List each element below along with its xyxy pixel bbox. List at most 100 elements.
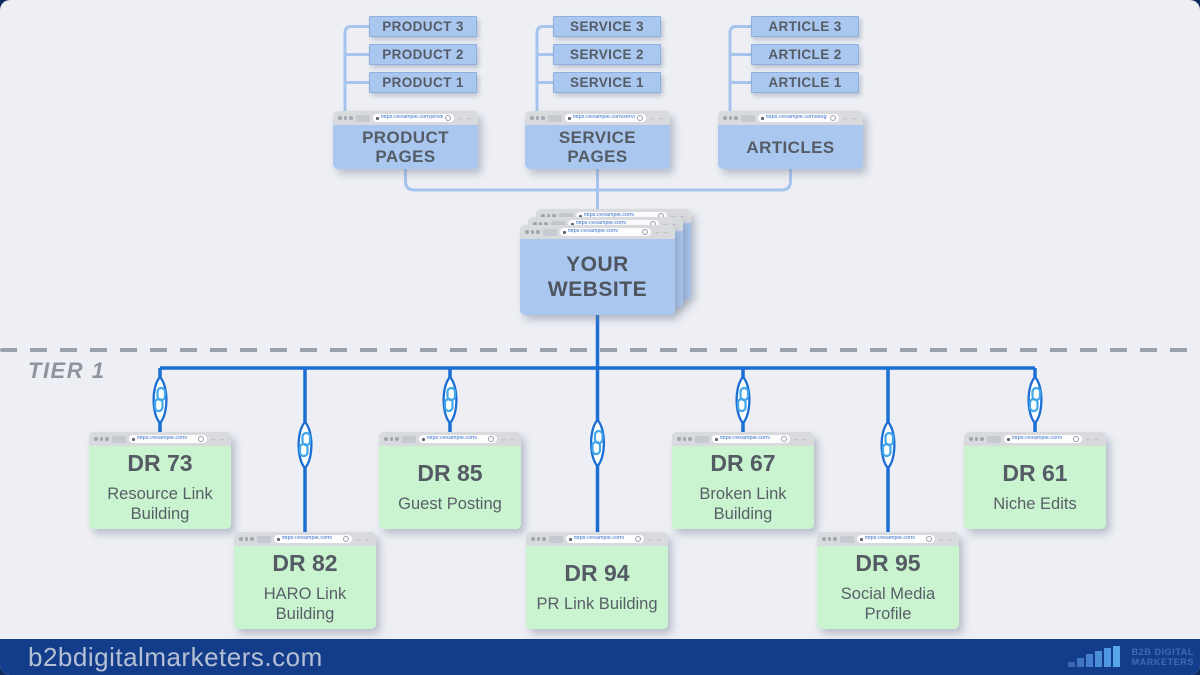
nav-arrows-icon xyxy=(649,115,665,122)
footer-site-text: b2bdigitalmarketers.com xyxy=(28,641,323,672)
window-controls-icon xyxy=(384,437,399,441)
nav-arrows-icon xyxy=(457,115,473,122)
url-text: https://example.com/blog xyxy=(765,115,827,121)
url-text: https://example.com/services xyxy=(572,115,635,121)
link-type-label: Social Media Profile xyxy=(840,584,936,623)
address-bar: https://example.com/ xyxy=(711,434,790,444)
refresh-icon xyxy=(780,435,787,443)
address-bar: https://example.com/ xyxy=(565,534,644,544)
window-controls-icon xyxy=(338,116,353,120)
refresh-icon xyxy=(1072,435,1079,443)
browser-tab-icon xyxy=(111,435,126,443)
window-controls-icon xyxy=(531,537,546,541)
link-type-label: Broken Link Building xyxy=(699,484,787,523)
chain-link-icon xyxy=(152,375,168,425)
dr-score: DR 94 xyxy=(564,559,630,586)
browser-chrome: https://example.com/ xyxy=(89,432,231,446)
chain-link-icon xyxy=(297,420,313,470)
tier-label: TIER 1 xyxy=(28,358,106,383)
browser-tab-icon xyxy=(542,228,557,236)
address-bar: https://example.com/ xyxy=(1003,434,1082,444)
window-controls-icon xyxy=(677,437,692,441)
tab-product-1: PRODUCT 1 xyxy=(369,72,477,93)
browser-tab-icon xyxy=(548,535,563,543)
tab-article-1: ARTICLE 1 xyxy=(751,72,859,93)
chain-link-icon xyxy=(1027,375,1043,425)
tab-service-3: SERVICE 3 xyxy=(553,16,661,37)
bar-chart-logo-icon xyxy=(1067,646,1120,667)
browser-chrome: https://example.com/ xyxy=(817,532,959,546)
window-controls-icon xyxy=(94,437,109,441)
url-text: https://example.com/ xyxy=(136,436,188,442)
lock-icon xyxy=(568,537,572,541)
refresh-icon xyxy=(636,114,643,122)
address-bar: https://example.com/blog xyxy=(757,113,839,123)
link-box-social-media-profile: https://example.com/ DR 95 Social Media … xyxy=(817,532,959,629)
browser-chrome: https://example.com/ xyxy=(964,432,1106,446)
link-type-label: Guest Posting xyxy=(398,494,502,513)
nav-arrows-icon xyxy=(654,229,670,236)
window-controls-icon xyxy=(530,116,545,120)
lock-icon xyxy=(570,222,574,226)
tab-article-2: ARTICLE 2 xyxy=(751,44,859,65)
nav-arrows-icon xyxy=(355,536,371,543)
tab-service-1: SERVICE 1 xyxy=(553,72,661,93)
your-website-title: YOUR WEBSITE xyxy=(547,253,648,301)
window-controls-icon xyxy=(541,214,556,218)
browser-chrome: https://example.com/ xyxy=(520,225,675,239)
address-bar: https://example.com/services xyxy=(564,113,646,123)
chain-link-icons xyxy=(152,375,1043,470)
link-box-broken-link-building: https://example.com/ DR 67 Broken Link B… xyxy=(672,432,814,529)
refresh-icon xyxy=(634,535,641,543)
lock-icon xyxy=(714,437,718,441)
address-bar: https://example.com/ xyxy=(856,534,935,544)
nav-arrows-icon xyxy=(500,436,516,443)
browser-chrome: https://example.com/product xyxy=(333,111,478,125)
tab-article-3: ARTICLE 3 xyxy=(751,16,859,37)
nav-arrows-icon xyxy=(210,436,226,443)
link-type-label: HARO Link Building xyxy=(263,584,347,623)
url-text: https://example.com/ xyxy=(281,536,333,542)
refresh-icon xyxy=(925,535,932,543)
address-bar: https://example.com/ xyxy=(418,434,497,444)
link-type-label: Niche Edits xyxy=(993,494,1077,513)
lock-icon xyxy=(567,116,571,120)
page-box-title: PRODUCT PAGES xyxy=(362,128,449,166)
url-text: https://example.com/ xyxy=(1011,436,1063,442)
window-controls-icon xyxy=(533,222,548,226)
nav-arrows-icon xyxy=(938,536,954,543)
browser-tab-icon xyxy=(740,114,755,122)
nav-arrows-icon xyxy=(842,115,858,122)
tab-product-3: PRODUCT 3 xyxy=(369,16,477,37)
url-text: https://example.com/ xyxy=(719,436,771,442)
link-type-label: Resource Link Building xyxy=(107,484,213,523)
browser-chrome: https://example.com/ xyxy=(526,532,668,546)
refresh-icon xyxy=(444,114,451,122)
page-box-title: ARTICLES xyxy=(746,137,835,157)
browser-tab-icon xyxy=(558,212,573,220)
lock-icon xyxy=(375,116,379,120)
refresh-icon xyxy=(342,535,349,543)
address-bar: https://example.com/ xyxy=(559,227,651,237)
url-text: https://example.com/ xyxy=(575,221,627,227)
page-box-title: SERVICE PAGES xyxy=(558,128,637,166)
browser-tab-icon xyxy=(694,435,709,443)
nav-arrows-icon xyxy=(647,536,663,543)
browser-tab-icon xyxy=(355,114,370,122)
dr-score: DR 73 xyxy=(127,449,193,476)
lock-icon xyxy=(1006,437,1010,441)
browser-chrome: https://example.com/ xyxy=(234,532,376,546)
articles-window: https://example.com/blog ARTICLES xyxy=(718,111,863,169)
footer-bar: b2bdigitalmarketers.com B2B DIGITAL MARK… xyxy=(0,639,1200,675)
url-text: https://example.com/ xyxy=(583,213,635,219)
tab-product-2: PRODUCT 2 xyxy=(369,44,477,65)
url-text: https://example.com/ xyxy=(426,436,478,442)
window-controls-icon xyxy=(723,116,738,120)
link-box-resource-link-building: https://example.com/ DR 73 Resource Link… xyxy=(89,432,231,529)
browser-tab-icon xyxy=(986,435,1001,443)
refresh-icon xyxy=(829,114,836,122)
lock-icon xyxy=(760,116,764,120)
window-controls-icon xyxy=(969,437,984,441)
lock-icon xyxy=(421,437,425,441)
